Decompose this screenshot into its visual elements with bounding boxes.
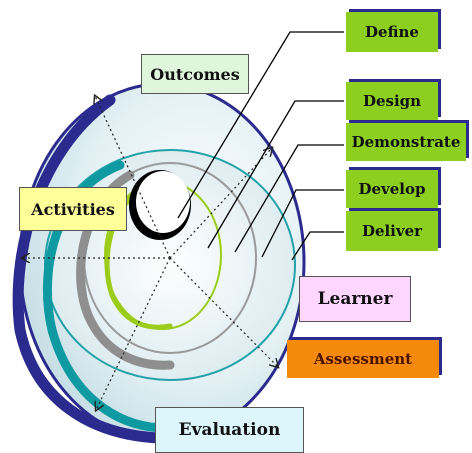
step-design: Design [346, 82, 438, 120]
step-define: Define [346, 12, 438, 52]
outcomes-label: Outcomes [141, 54, 249, 94]
dotted-axes [22, 96, 278, 410]
step-demonstrate: Demonstrate [346, 123, 466, 161]
leader-lines [177, 31, 344, 261]
activities-label: Activities [19, 187, 127, 231]
learner-label: Learner [299, 276, 411, 322]
assessment-label: Assessment [287, 340, 439, 378]
step-deliver: Deliver [346, 211, 438, 251]
step-develop: Develop [346, 170, 438, 208]
evaluation-label: Evaluation [155, 407, 304, 453]
center-ring [129, 170, 191, 240]
